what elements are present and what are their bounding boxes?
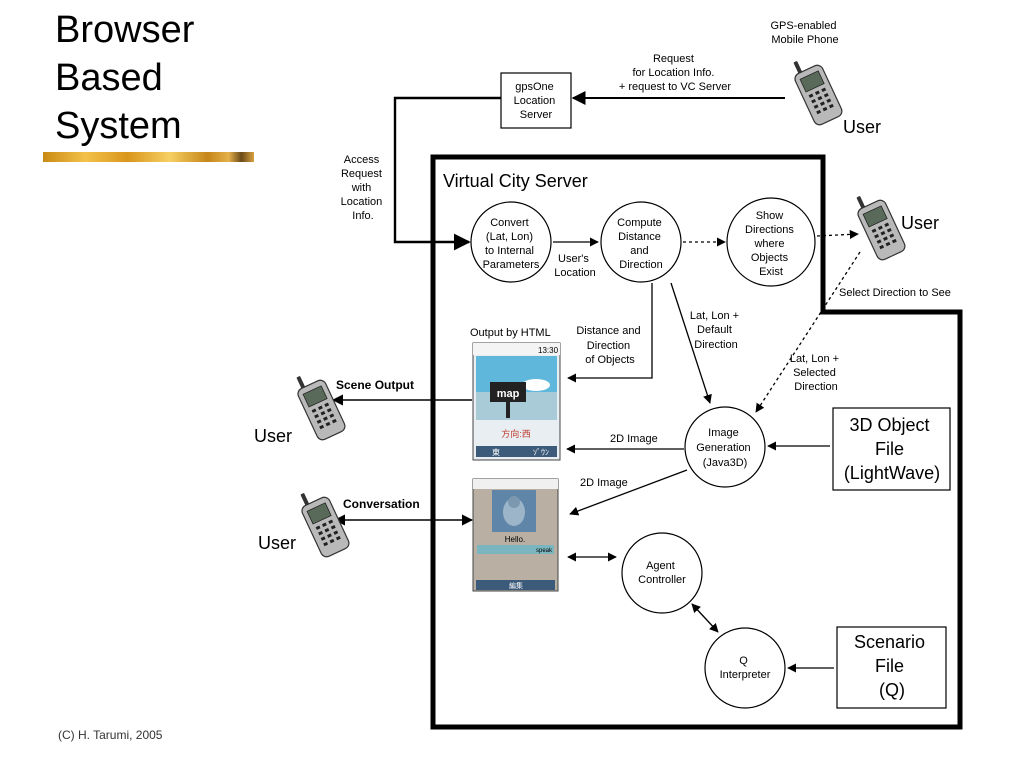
right-phone-icon [850,186,908,263]
title-underline-bar [43,152,254,162]
show-directions-node-label: Show Directions where Objects Exist [745,210,797,278]
map-status-time: 13:30 [538,346,559,355]
q-interpreter-node-label: Q Interpreter [720,655,771,681]
map-soft-left: 東 [492,447,500,457]
compute-node-label: Compute Distance and Direction [617,217,665,271]
slide-title: Browser Based System [55,6,194,150]
selected-direction-arrow [755,251,861,413]
object-file-label: 3D Object File (LightWave) [844,415,940,483]
select-direction-label: Select Direction to See [839,287,951,299]
server-boundary [430,154,963,730]
image-to-agent-screen-arrow [569,469,688,516]
scenario-file-box [836,626,947,709]
scenario-file-label: Scenario File (Q) [854,632,930,700]
access-request-label: Access Request with Location Info. [341,154,386,222]
conversation-label: Conversation [343,497,420,511]
access-request-arrow [393,96,501,251]
agent-greeting-text: Hello. [505,535,525,544]
agent-screen: Hello. speak 編集 [472,478,559,592]
image-2d-label-a: 2D Image [610,433,658,445]
conversation-user-label: User [258,533,296,553]
q-interpreter-node [704,627,786,709]
distance-direction-label: Distance and Direction of Objects [576,325,643,366]
right-user-label: User [901,213,939,233]
top-user-label: User [843,117,881,137]
title-line-1: Browser [55,9,195,51]
distance-direction-arrow [567,283,653,383]
output-html-label: Output by HTML [470,327,551,339]
image-generation-node [684,406,766,488]
agent-controller-node-label: Agent Controller [638,560,686,586]
conversation-phone-icon [294,483,352,560]
title-line-2: Based [55,57,163,99]
map-soft-right: ｿﾞｳﾝ [533,448,549,457]
gps-location-server-box [500,72,572,129]
map-direction-text: 方向:西 [501,428,531,439]
scene-output-label: Scene Output [336,378,414,392]
selected-direction-label: Lat, Lon + Selected Direction [790,353,842,393]
map-screen: 13:30 map 方向:西 東 ｿﾞｳﾝ [472,342,561,461]
default-direction-arrow [670,282,712,404]
default-direction-label: Lat, Lon + Default Direction [690,310,742,351]
show-to-user-arrow [816,229,859,239]
top-phone-icon [787,51,845,128]
convert-node [470,201,552,283]
agent-controller-node [621,532,703,614]
agent-interpreter-arrow [691,603,719,633]
request-label: Request for Location Info. + request to … [619,53,732,93]
convert-node-label: Convert (Lat, Lon) to Internal Parameter… [483,217,540,271]
title-line-3: System [55,105,182,147]
compute-node [600,201,682,283]
copyright: (C) H. Tarumi, 2005 [58,728,163,742]
show-directions-node [726,197,816,287]
agent-soft-center: 編集 [509,581,523,590]
users-location-label: User's Location [554,253,596,279]
agent-speak-button: speak [536,548,553,554]
server-title: Virtual City Server [443,171,588,191]
gps-location-server-label: gpsOne Location Server [514,81,559,121]
image-2d-label-b: 2D Image [580,477,628,489]
scene-user-label: User [254,426,292,446]
map-sign-text: map [497,388,520,400]
object-file-box [832,407,951,491]
image-generation-node-label: Image Generation (Java3D) [696,427,754,469]
gps-phone-caption: GPS-enabled Mobile Phone [770,20,839,46]
